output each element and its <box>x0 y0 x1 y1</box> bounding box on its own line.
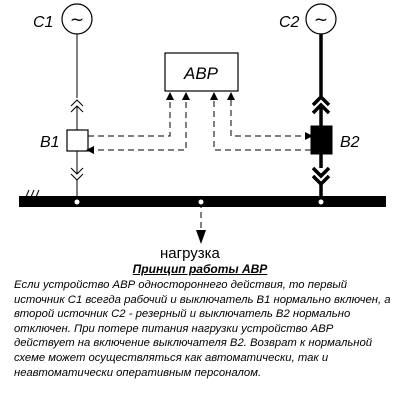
breaker-b2 <box>310 125 333 155</box>
source-c1-label: С1 <box>33 14 53 31</box>
caption: Принцип работы АВР <box>132 262 268 276</box>
feeder-c2 <box>311 34 331 198</box>
control-link-b1-out <box>88 98 171 137</box>
disconnector-c1-lower <box>70 167 84 175</box>
control-link-b2-in <box>213 98 311 151</box>
load-label: нагрузка <box>160 245 221 262</box>
control-link-b1-in <box>88 98 187 151</box>
generator-c2-tilde: ~ <box>314 10 328 30</box>
breaker-b2-label: В2 <box>340 134 360 151</box>
disconnector-c1-upper <box>70 99 84 107</box>
busbar-taps <box>74 199 324 205</box>
disconnector-c2-upper <box>311 94 331 107</box>
breaker-b1-label: В1 <box>40 134 60 151</box>
description-text: Если устройство АВР одностороннего дейст… <box>14 279 391 379</box>
breaker-b1 <box>66 129 89 152</box>
source-c2: ~ С2 <box>279 3 337 35</box>
disconnector-c2-lower <box>311 166 331 179</box>
ground-hatch <box>22 189 40 205</box>
source-c1: ~ С1 <box>33 3 93 35</box>
generator-c1-tilde: ~ <box>70 10 84 30</box>
feeder-c1 <box>70 34 84 198</box>
avr-device-box <box>164 52 239 92</box>
source-c2-label: С2 <box>279 14 300 31</box>
control-link-b2-out <box>230 98 311 137</box>
control-links <box>88 98 311 236</box>
control-arrowheads <box>86 92 313 154</box>
load-arrow-icon <box>196 230 206 244</box>
avr-schematic: ~ С1 ~ С2 В1 В2 АВР <box>19 3 386 262</box>
avr-device-label: АВР <box>183 64 219 83</box>
